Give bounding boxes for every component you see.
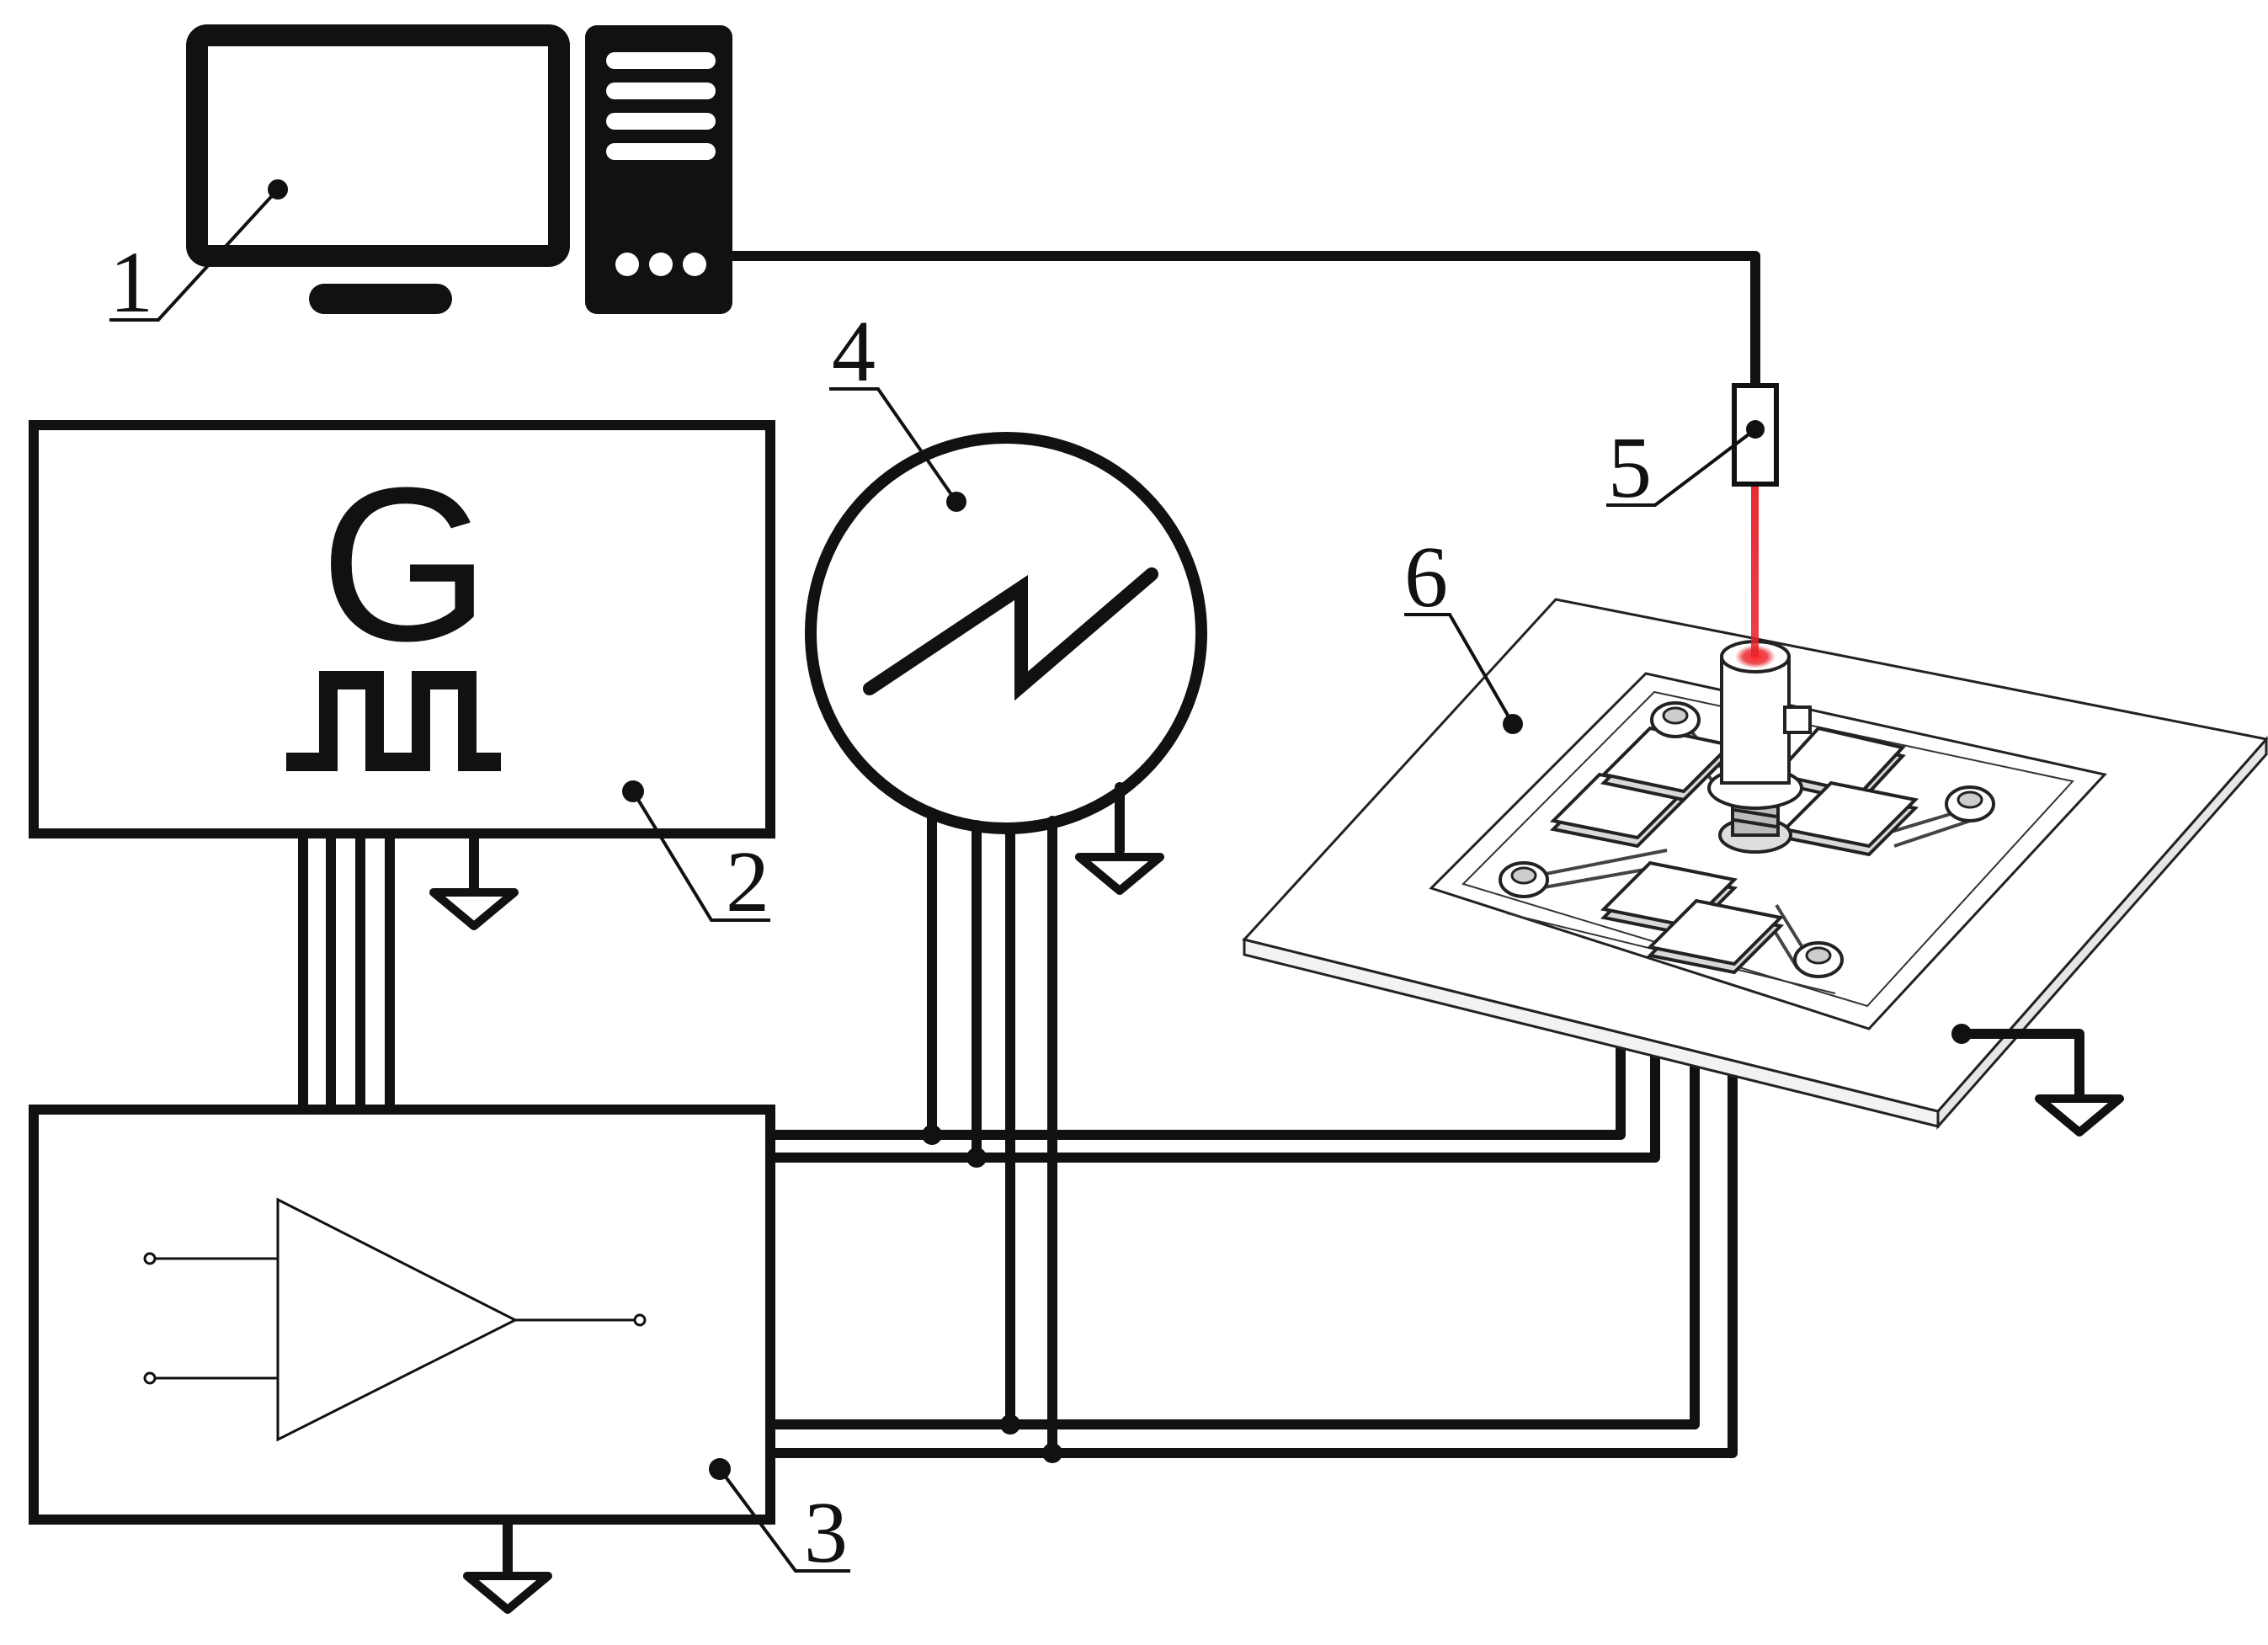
cross-blocks [1549, 726, 1919, 975]
ground-icon [429, 828, 519, 930]
triangle-amplifier-icon [143, 1197, 647, 1442]
ground-icon [1951, 1024, 2124, 1137]
oscilloscope: 4 [805, 303, 1207, 895]
label-3: 3 [804, 1484, 848, 1581]
laser-beam [1751, 484, 1759, 657]
laser-sensor: 5 [1606, 383, 1779, 657]
label-1: 1 [109, 234, 153, 331]
stage-screws [1499, 701, 1995, 978]
pc-tower [585, 25, 732, 314]
label-2: 2 [726, 833, 769, 930]
generator-amplifier-bus [298, 828, 395, 1115]
ground-icon [463, 1515, 552, 1614]
label-4: 4 [832, 303, 876, 400]
sawtooth-wave-icon [863, 567, 1158, 701]
label-5: 5 [1608, 419, 1652, 516]
positioning-stage: 6 [1242, 529, 2268, 1137]
signal-generator: G 2 [29, 420, 775, 930]
amplifier-stage-wires [765, 993, 1738, 1458]
label-6: 6 [1404, 529, 1448, 626]
generator-symbol: G [320, 443, 490, 687]
pc-sensor-cable [727, 251, 1760, 391]
pulse-wave-icon [286, 671, 501, 771]
computer: 1 [109, 24, 732, 331]
monitor [186, 24, 570, 314]
amplifier: 3 [29, 1105, 850, 1614]
ground-icon [1075, 782, 1164, 895]
